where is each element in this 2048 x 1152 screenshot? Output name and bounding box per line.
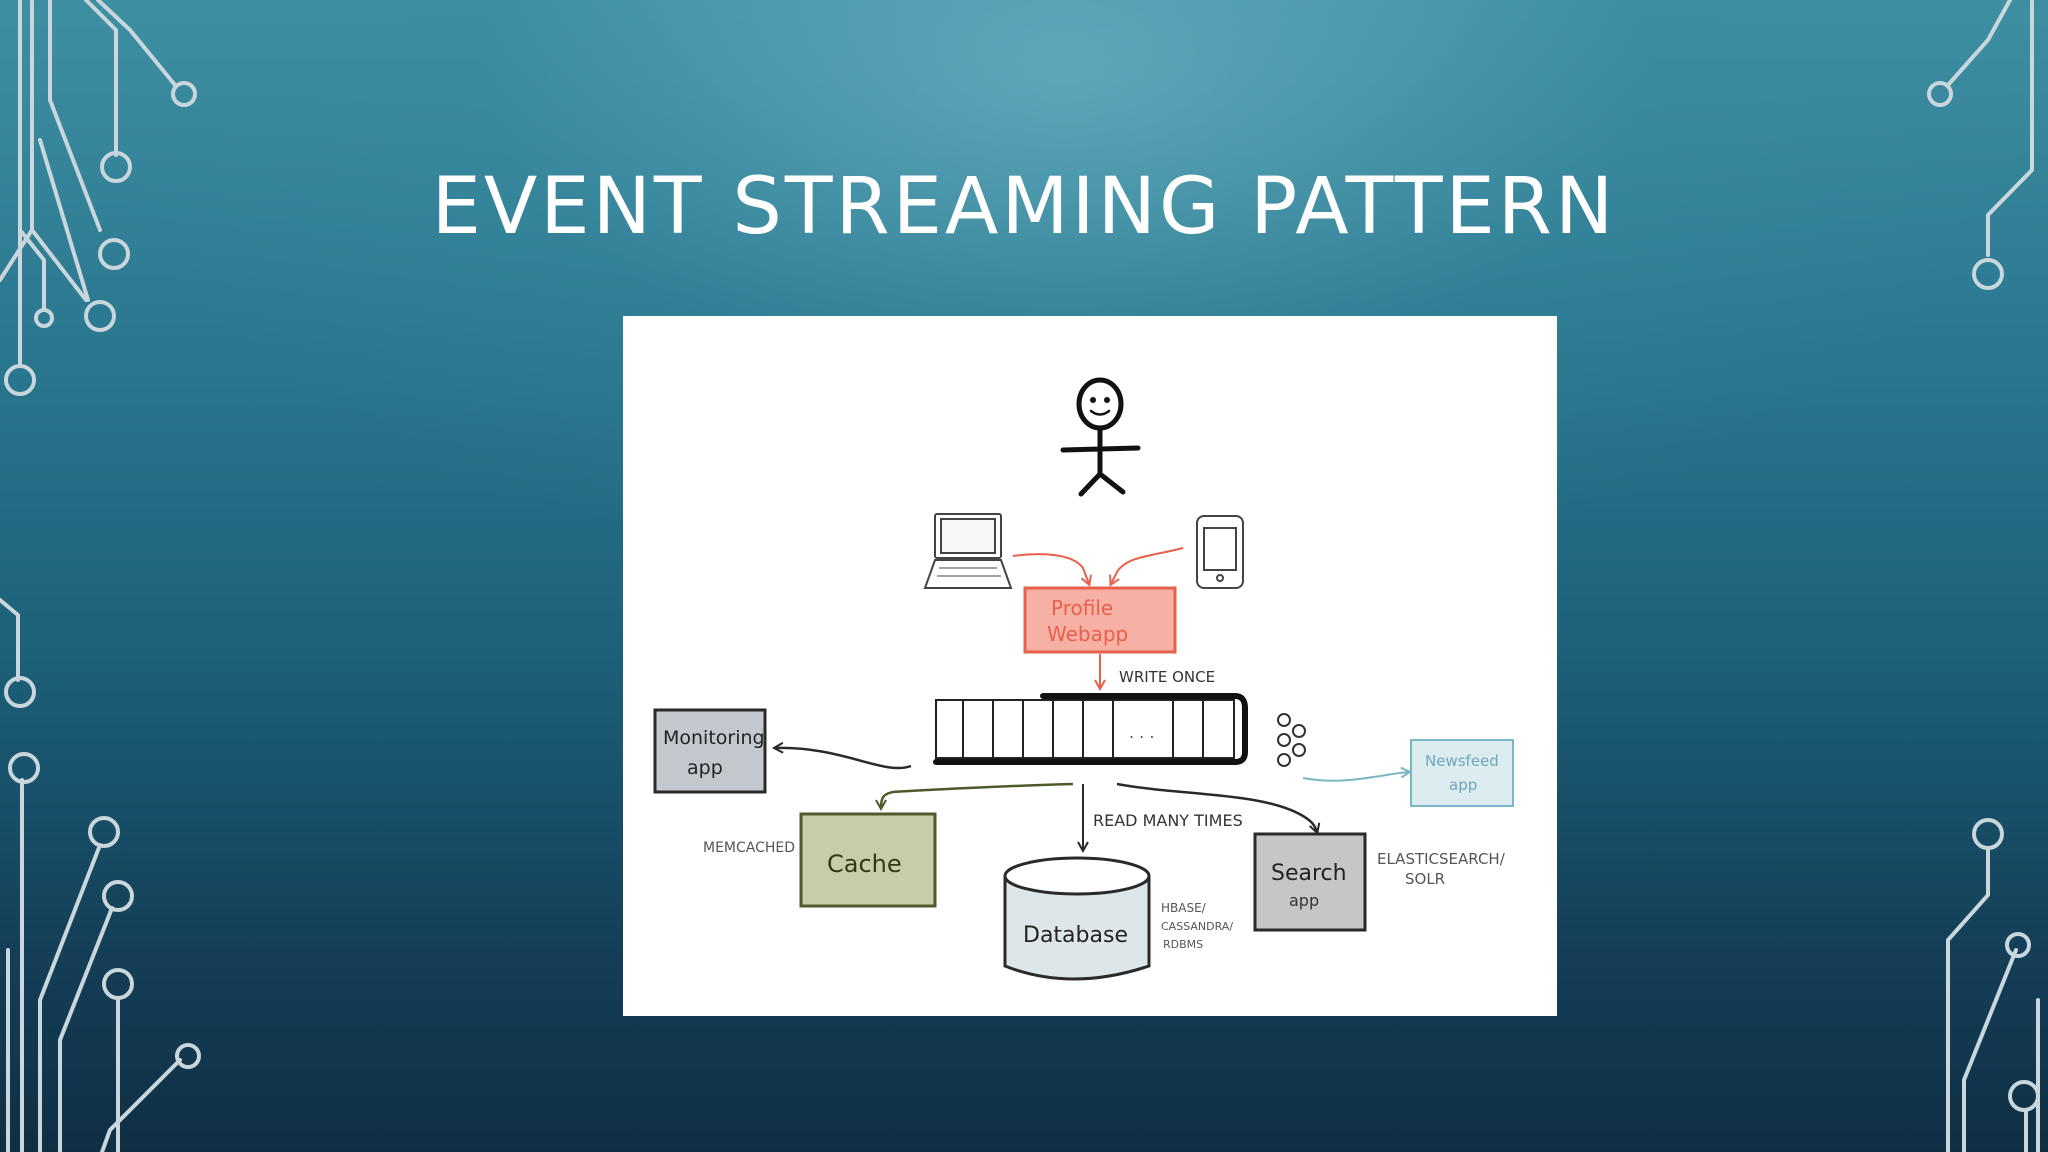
circuit-decoration-left	[0, 0, 201, 1152]
database-node: Database	[1003, 856, 1151, 981]
event-log-ellipsis: . . .	[1129, 723, 1154, 742]
diagram-figure: Profile Webapp WRITE ONCE . . .	[623, 316, 1557, 1016]
database-label: Database	[1023, 923, 1128, 948]
search-tech-label-line1: ELASTICSEARCH/	[1377, 850, 1506, 868]
newsfeed-app-label-line2: app	[1449, 776, 1477, 794]
write-once-label: WRITE ONCE	[1119, 668, 1215, 686]
kafka-logo-icon	[1277, 713, 1306, 767]
database-tech-label-line2: CASSANDRA/	[1161, 920, 1233, 933]
slide-title: EVENT STREAMING PATTERN	[431, 162, 1617, 252]
log-to-newsfeed-arrow	[1302, 772, 1409, 782]
search-tech-label-line2: SOLR	[1405, 870, 1445, 888]
phone-icon	[1196, 515, 1244, 589]
read-many-times-label: READ MANY TIMES	[1093, 811, 1243, 830]
phone-to-webapp-arrow	[1111, 547, 1184, 584]
profile-webapp-node: Profile Webapp	[1023, 586, 1177, 654]
cache-node: Cache	[799, 812, 937, 908]
search-app-node: Search app	[1253, 832, 1367, 932]
laptop-to-webapp-arrow	[1012, 553, 1089, 584]
circuit-decoration-right	[1927, 0, 2040, 1152]
monitoring-app-node: Monitoring app	[653, 708, 767, 794]
laptop-icon	[923, 513, 1013, 589]
database-tech-label-line3: RDBMS	[1163, 938, 1203, 951]
newsfeed-app-label-line1: Newsfeed	[1425, 752, 1499, 770]
event-log: . . .	[933, 693, 1248, 765]
database-tech-label-line1: HBASE/	[1161, 901, 1207, 915]
log-to-search-arrow	[1116, 782, 1317, 832]
event-streaming-diagram: Profile Webapp WRITE ONCE . . .	[653, 377, 1514, 981]
user-stick-figure	[1060, 377, 1141, 497]
cache-label: Cache	[827, 850, 902, 878]
memcached-label: MEMCACHED	[703, 840, 795, 856]
profile-webapp-label-line1: Profile	[1051, 596, 1113, 620]
log-to-monitoring-arrow	[775, 748, 912, 770]
monitoring-app-label-line2: app	[687, 757, 723, 779]
newsfeed-app-node: Newsfeed app	[1410, 739, 1514, 807]
profile-webapp-label-line2: Webapp	[1047, 622, 1128, 646]
monitoring-app-label-line1: Monitoring	[663, 727, 765, 749]
search-app-label-line1: Search	[1271, 861, 1347, 886]
log-to-cache-arrow	[881, 782, 1074, 808]
search-app-label-line2: app	[1289, 891, 1319, 910]
